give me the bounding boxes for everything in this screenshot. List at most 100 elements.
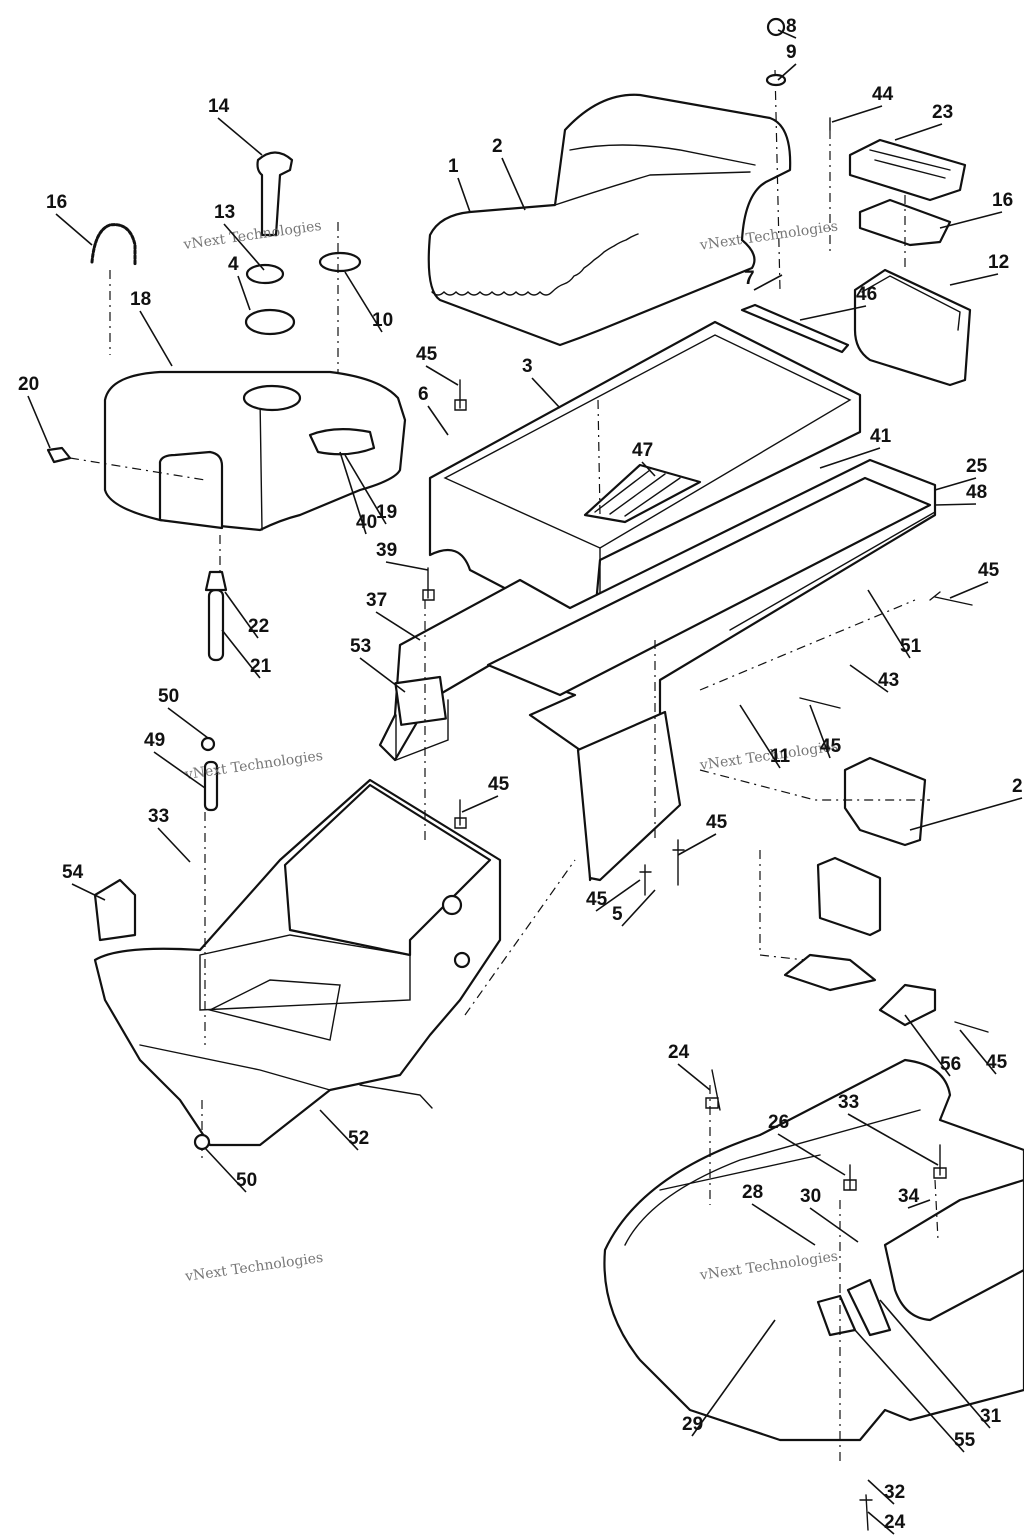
callout-c19: 19 — [376, 502, 397, 523]
side-bracket-set — [783, 756, 937, 1027]
callout-c8: 8 — [786, 16, 797, 37]
leader-lines — [27, 29, 1023, 1535]
fuel-hose — [90, 223, 137, 267]
leader-line-c14 — [217, 117, 263, 156]
leader-line-c10 — [344, 271, 383, 333]
leader-line-c53 — [359, 657, 406, 693]
leader-line-c33a — [157, 827, 191, 863]
leader-line-c44 — [831, 105, 883, 123]
leader-line-c49 — [153, 751, 206, 789]
callout-c5: 5 — [612, 904, 623, 925]
leader-line-c18 — [139, 310, 173, 367]
callout-c47: 47 — [632, 440, 653, 461]
leader-line-c45f — [595, 879, 641, 912]
bracket-54 — [93, 878, 137, 942]
callout-c11: 11 — [770, 746, 791, 767]
leader-line-c1 — [457, 177, 471, 213]
callout-c48: 48 — [966, 482, 987, 503]
callout-c50b: 50 — [236, 1170, 257, 1191]
leader-line-c56 — [904, 1014, 951, 1077]
callout-c41: 41 — [870, 426, 892, 447]
leader-line-c2 — [501, 157, 526, 211]
leader-line-c12 — [949, 273, 999, 286]
leader-line-c48 — [934, 503, 977, 506]
callout-c26: 26 — [768, 1112, 789, 1133]
leader-line-c4 — [237, 275, 251, 311]
callout-c3: 3 — [522, 356, 533, 377]
leader-line-c40 — [339, 451, 367, 535]
callout-c22: 22 — [248, 616, 269, 637]
callout-c39: 39 — [376, 540, 397, 561]
leader-line-c11 — [739, 704, 781, 769]
callout-c33a: 33 — [148, 806, 169, 827]
callout-c16b: 16 — [992, 190, 1013, 211]
callout-c23: 23 — [932, 102, 953, 123]
leader-line-c5 — [621, 889, 656, 927]
callout-c45f: 45 — [586, 889, 608, 910]
leader-line-c29 — [691, 1319, 776, 1437]
leader-line-c9 — [777, 63, 797, 81]
callout-c2: 2 — [492, 136, 503, 157]
leader-line-c50a — [167, 707, 209, 739]
callout-c45c: 45 — [820, 736, 842, 757]
leader-line-c34 — [907, 1199, 931, 1209]
callout-c43: 43 — [878, 670, 899, 691]
leader-line-c25 — [934, 477, 977, 491]
callout-c13: 13 — [214, 202, 235, 223]
leader-line-c19 — [344, 454, 387, 525]
callout-c46: 46 — [856, 284, 877, 305]
callout-c40: 40 — [356, 512, 377, 533]
callout-c45g: 45 — [986, 1052, 1008, 1073]
leader-line-c20 — [27, 395, 51, 449]
main-frame — [378, 458, 937, 882]
leader-line-c8 — [777, 29, 797, 39]
leader-line-c46 — [799, 305, 867, 321]
callout-c4: 4 — [228, 254, 239, 275]
leader-line-c50b — [204, 1147, 247, 1193]
front-hood — [603, 1058, 1024, 1442]
leader-line-c16a — [55, 213, 93, 246]
callout-c16a: 16 — [46, 192, 67, 213]
leader-line-c45a — [425, 365, 459, 386]
fasteners — [193, 17, 989, 1531]
leader-line-c45g — [959, 1029, 997, 1075]
callout-c54: 54 — [62, 862, 84, 883]
callout-c25: 25 — [966, 456, 988, 477]
leader-line-c39 — [385, 561, 429, 571]
leader-line-c55 — [854, 1329, 965, 1453]
leader-line-c43 — [849, 664, 889, 693]
callout-c52: 52 — [348, 1128, 369, 1149]
leader-line-c54 — [71, 883, 106, 901]
callout-c7: 7 — [744, 268, 755, 289]
callout-c21: 21 — [250, 656, 272, 677]
leader-line-c24b — [867, 1511, 895, 1535]
callout-c18: 18 — [130, 289, 151, 310]
leader-line-c52 — [319, 1109, 359, 1151]
callout-c45d: 45 — [488, 774, 510, 795]
callout-c51: 51 — [900, 636, 922, 657]
callout-c31: 31 — [980, 1406, 1002, 1427]
callout-c33b: 33 — [838, 1092, 859, 1113]
leader-line-c13 — [223, 223, 265, 271]
svg-text:vNext Technologies: vNext Technologies — [182, 218, 323, 253]
callout-c24a: 24 — [668, 1042, 690, 1063]
callout-c6: 6 — [418, 384, 429, 405]
leader-line-c45e — [677, 833, 717, 856]
watermark-group-3: vNext Technologies — [183, 748, 324, 783]
callout-c30: 30 — [800, 1186, 821, 1207]
leader-line-c37 — [375, 611, 421, 641]
callout-c10: 10 — [372, 310, 393, 331]
seat-cushion — [427, 93, 792, 347]
callout-c29: 29 — [682, 1414, 703, 1435]
leader-line-c16b — [939, 211, 1003, 229]
callout-c49: 49 — [144, 730, 165, 751]
leader-line-c47 — [641, 461, 656, 477]
leader-line-c27 — [909, 797, 1023, 831]
leader-line-c24a — [677, 1063, 711, 1091]
seat-base-tray — [428, 320, 862, 627]
leader-line-c45c — [809, 704, 831, 759]
callout-c44: 44 — [872, 84, 894, 105]
leader-line-c45d — [461, 795, 499, 813]
battery-box — [848, 138, 972, 387]
